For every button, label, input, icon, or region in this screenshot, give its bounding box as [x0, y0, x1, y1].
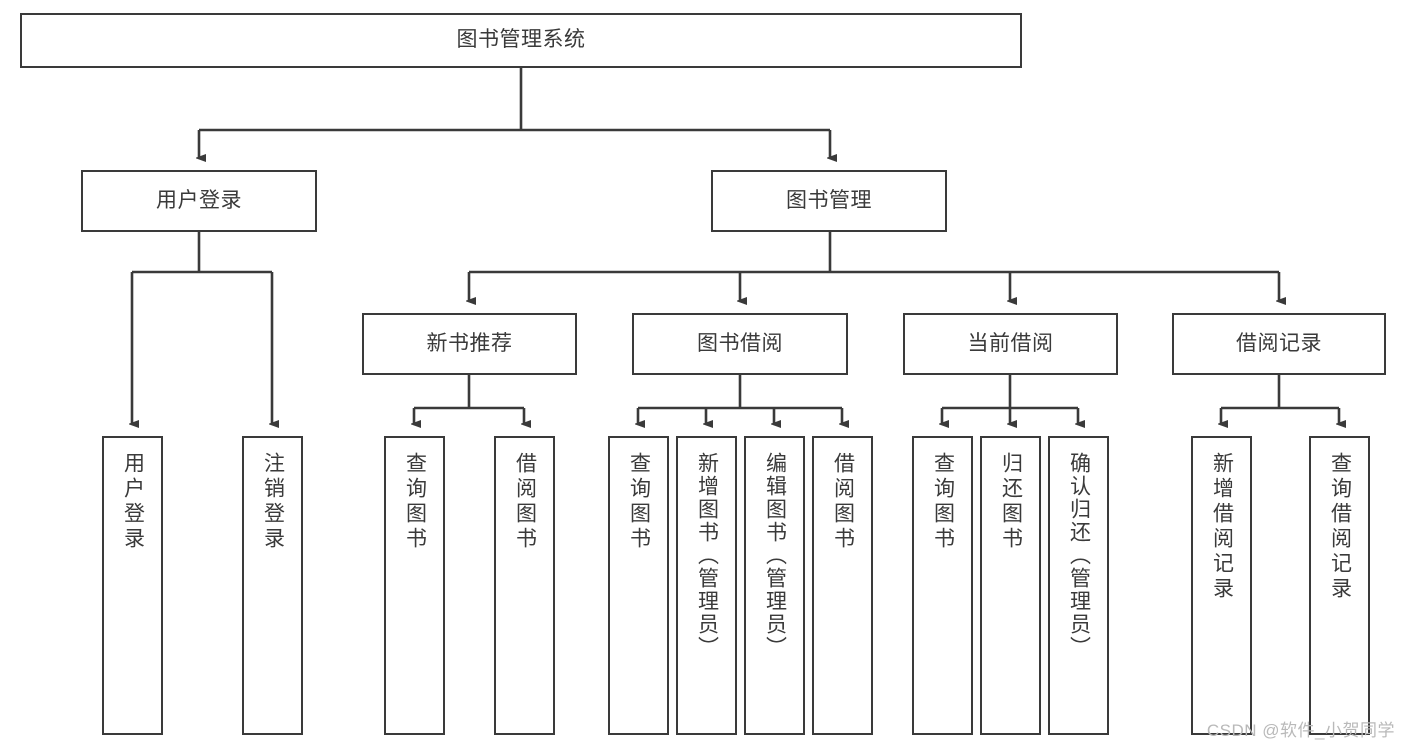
node-leaf-confirm-return-admin[interactable]: 确认归还（管理员） — [1048, 436, 1109, 735]
node-label: 借阅图书 — [513, 452, 537, 552]
node-label: 借阅图书 — [831, 452, 855, 552]
node-label: 查询图书 — [627, 452, 651, 552]
node-leaf-user-login[interactable]: 用户登录 — [102, 436, 163, 735]
node-current-borrow[interactable]: 当前借阅 — [903, 313, 1118, 375]
node-label: 查询图书 — [931, 452, 955, 552]
node-label: 新增借阅记录 — [1210, 452, 1234, 602]
node-label: 确认归还（管理员） — [1067, 452, 1091, 659]
node-new-book-recommend[interactable]: 新书推荐 — [362, 313, 577, 375]
node-label: 查询借阅记录 — [1328, 452, 1352, 602]
node-leaf-query-book-current[interactable]: 查询图书 — [912, 436, 973, 735]
node-label: 新书推荐 — [426, 331, 513, 355]
node-root-book-management-system[interactable]: 图书管理系统 — [20, 13, 1022, 68]
node-label: 借阅记录 — [1236, 331, 1322, 355]
node-user-login[interactable]: 用户登录 — [81, 170, 317, 232]
node-label: 图书管理系统 — [456, 28, 586, 52]
node-label: 图书借阅 — [697, 331, 783, 355]
node-label: 归还图书 — [999, 452, 1023, 552]
node-leaf-query-book-borrow[interactable]: 查询图书 — [608, 436, 669, 735]
node-leaf-logout[interactable]: 注销登录 — [242, 436, 303, 735]
node-leaf-borrow-book[interactable]: 借阅图书 — [812, 436, 873, 735]
node-label: 查询图书 — [403, 452, 427, 552]
node-leaf-borrow-book-new[interactable]: 借阅图书 — [494, 436, 555, 735]
node-leaf-edit-book-admin[interactable]: 编辑图书（管理员） — [744, 436, 805, 735]
node-leaf-add-book-admin[interactable]: 新增图书（管理员） — [676, 436, 737, 735]
node-label: 当前借阅 — [967, 331, 1054, 355]
node-label: 图书管理 — [786, 188, 872, 212]
node-label: 注销登录 — [261, 452, 285, 552]
node-label: 新增图书（管理员） — [695, 452, 719, 659]
watermark-text: CSDN @软件_小贺同学 — [1206, 721, 1395, 740]
node-label: 用户登录 — [156, 188, 242, 212]
node-book-borrow[interactable]: 图书借阅 — [632, 313, 848, 375]
node-leaf-add-borrow-record[interactable]: 新增借阅记录 — [1191, 436, 1252, 735]
node-label: 用户登录 — [121, 452, 145, 552]
node-label: 编辑图书（管理员） — [763, 452, 787, 659]
node-book-management[interactable]: 图书管理 — [711, 170, 947, 232]
node-leaf-return-book[interactable]: 归还图书 — [980, 436, 1041, 735]
node-borrow-record[interactable]: 借阅记录 — [1172, 313, 1386, 375]
node-leaf-query-borrow-record[interactable]: 查询借阅记录 — [1309, 436, 1370, 735]
node-leaf-query-book-new[interactable]: 查询图书 — [384, 436, 445, 735]
